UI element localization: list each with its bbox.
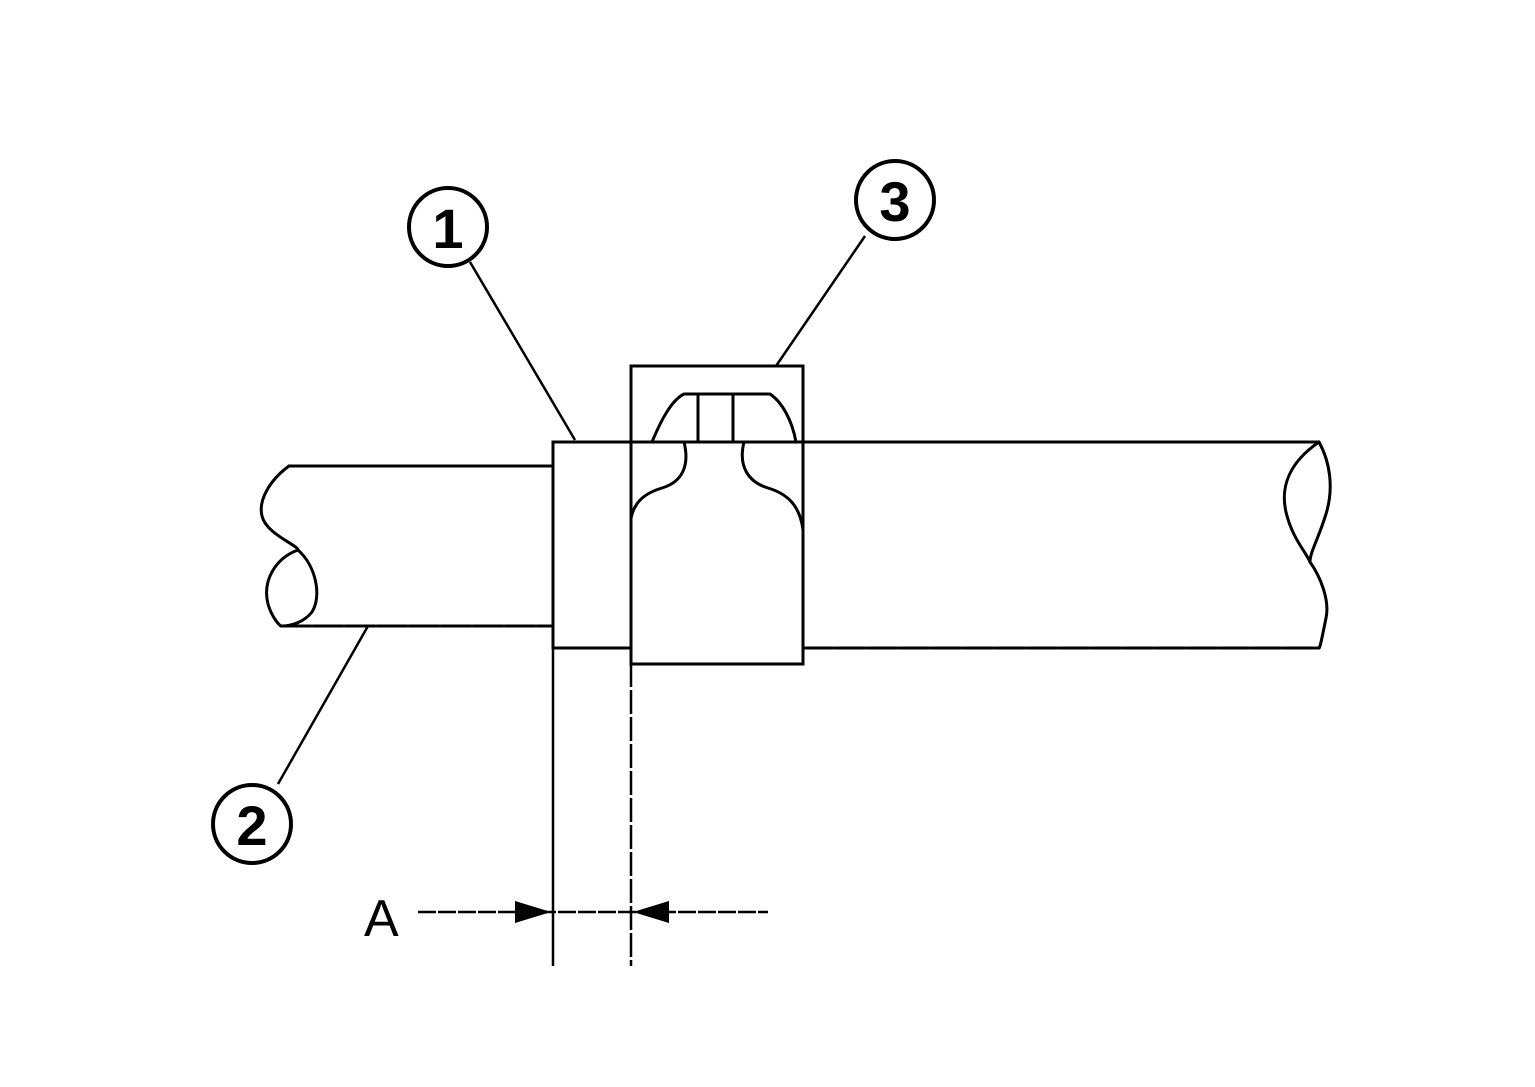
leader-lines xyxy=(276,235,867,785)
callout-3-number: 3 xyxy=(879,170,910,233)
callout-2-number: 2 xyxy=(236,794,267,857)
clamp-part xyxy=(629,364,805,666)
dimension-arrow-left xyxy=(515,901,551,923)
dimension-label: A xyxy=(364,890,399,948)
callout-2: 2 xyxy=(211,783,293,865)
callout-3: 3 xyxy=(854,159,936,241)
callout-1: 1 xyxy=(407,186,489,268)
dimension-arrow-right xyxy=(633,901,669,923)
dimension-a: A xyxy=(364,890,768,948)
collar-part xyxy=(551,440,633,650)
callout-1-number: 1 xyxy=(432,197,463,260)
extension-lines xyxy=(551,366,633,966)
left-pipe xyxy=(259,464,555,628)
